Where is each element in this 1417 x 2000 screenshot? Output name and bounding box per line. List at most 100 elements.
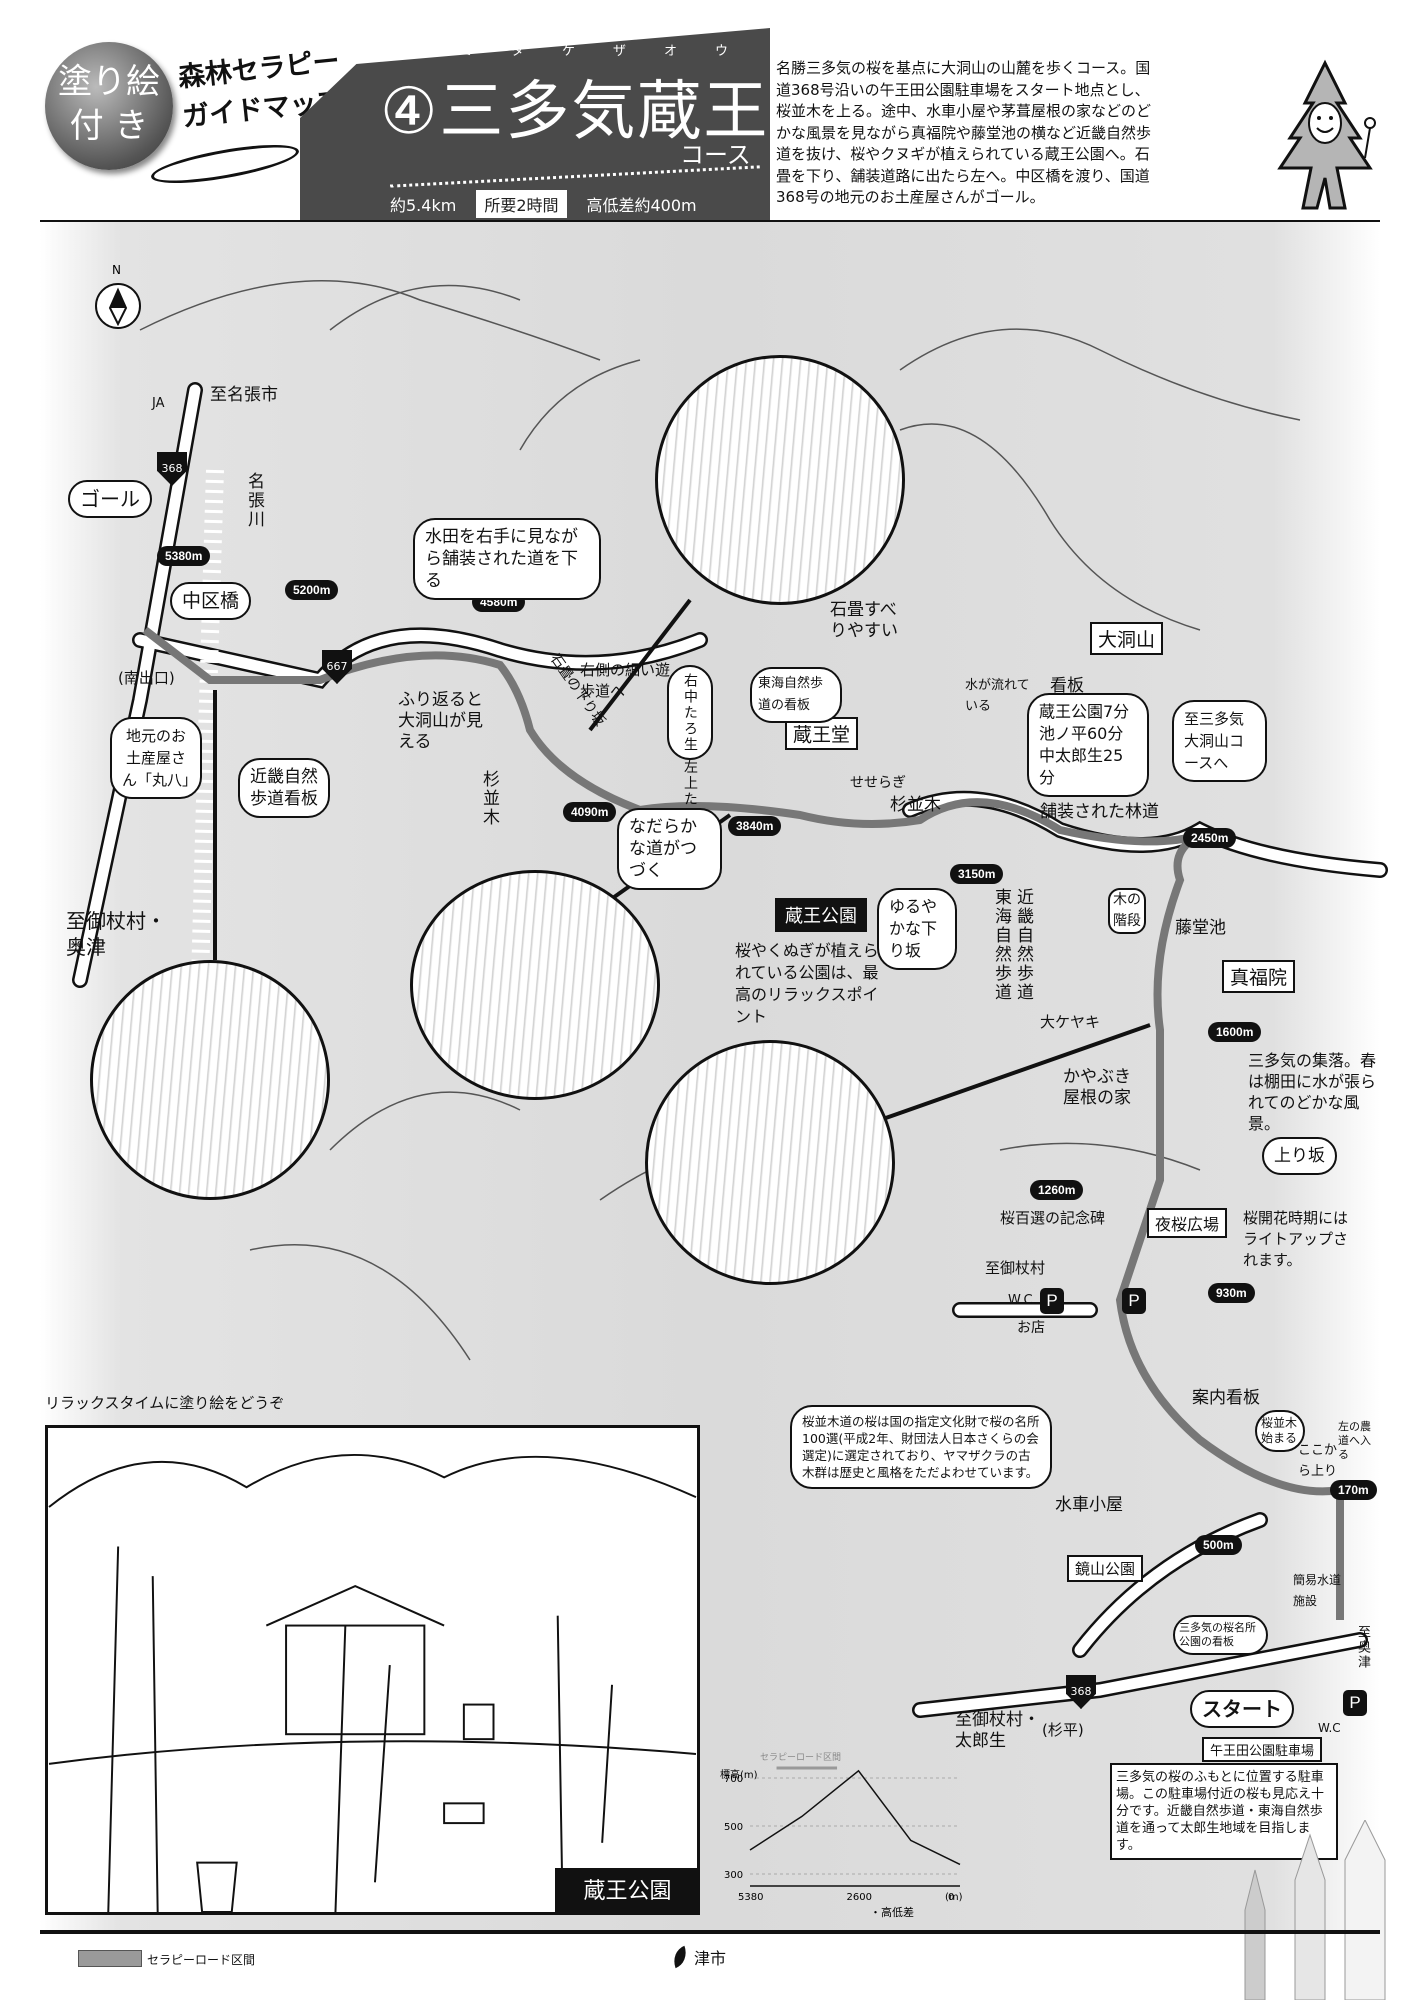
city-name: 津市: [694, 1949, 727, 1968]
label-to-mitsue-taroo: 至御杖村・太郎生: [955, 1710, 1040, 1751]
elevation-diff: 高低差約400m: [586, 196, 697, 215]
label-minami-exit: (南出口): [118, 669, 175, 687]
label-yozakura: 夜桜広場: [1147, 1208, 1228, 1238]
label-park-description: 桜やくぬぎが植えられている公園は、最高のリラックスポイント: [735, 941, 879, 1026]
label-kayabuki: かやぶき屋根の家: [1063, 1067, 1131, 1108]
therapy-road-label: セラピーロード区間: [760, 1752, 841, 1763]
nabari-river: [191, 469, 224, 981]
walking-route: [142, 626, 1344, 1620]
label-odorayama: 大洞山: [1090, 622, 1164, 655]
label-water-flowing: 水が流れている: [965, 678, 1030, 714]
label-to-mitsue-okitsu: 至御杖村・奥津: [66, 909, 166, 959]
label-watermill: 水車小屋: [1055, 1495, 1123, 1515]
colored-pencils-icon: [1244, 1820, 1386, 2000]
distance-marker: 170m: [1330, 1480, 1377, 1500]
label-shop: お店: [1017, 1320, 1045, 1336]
label-cedar-row: 杉並木: [479, 770, 499, 827]
inset-paved-road: [90, 960, 330, 1200]
bubble-cherry-info: 桜並木道の桜は国の指定文化財で桜の名所100選(平成2年、財団法人日本さくらの会…: [790, 1405, 1052, 1489]
distance-marker: 3840m: [728, 816, 782, 836]
y-axis-label: 標高(m): [720, 1768, 758, 1781]
label-koko-kara: ここから上り: [1298, 1443, 1338, 1479]
distance-marker: 5200m: [285, 580, 339, 600]
inset-stone-path: [655, 355, 905, 605]
bubble-cherry-start: 桜並木始まる: [1255, 1410, 1305, 1452]
badge-line: 塗り絵: [58, 62, 160, 102]
inset-zaodo-shrine: [410, 870, 660, 1100]
parking-icon: P: [1343, 1690, 1367, 1716]
tsu-city-logo-icon: [669, 1945, 691, 1969]
label-furikaeru: ふり返ると大洞山が見える: [398, 690, 483, 752]
label-guide-board: 案内看板: [1192, 1388, 1260, 1408]
coloring-page-illustration: [45, 1425, 700, 1915]
label-wc: W.C: [1318, 1721, 1341, 1735]
x-tick-label: 2600: [847, 1892, 872, 1903]
duration: 所要2時間: [476, 190, 567, 218]
label-lightup: 桜開花時期にはライトアップされます。: [1243, 1209, 1349, 1269]
label-wood-stairs: 木の階段: [1108, 888, 1146, 934]
label-farm-road: 左の農道へ入る: [1338, 1420, 1371, 1461]
label-to-mitsue: 至御杖村: [985, 1259, 1046, 1277]
label-water-facility: 簡易水道施設: [1293, 1573, 1342, 1608]
course-suffix: コース: [680, 141, 751, 169]
parking-icon: P: [1040, 1288, 1064, 1314]
badge-line: 付 き: [69, 106, 149, 146]
y-tick-label: 300: [724, 1870, 743, 1881]
distance-marker: 2450m: [1183, 828, 1237, 848]
bubble-meisho-sign: 三多気の桜名所公園の看板: [1173, 1615, 1268, 1655]
label-okeyaki: 大ケヤキ: [1040, 1013, 1101, 1031]
bubble-goal: ゴール: [68, 480, 152, 518]
bubble-paddy: 水田を右手に見ながら舗装された道を下る: [413, 518, 601, 600]
distance-marker: 930m: [1208, 1283, 1255, 1303]
course-title: ④三多気蔵王: [380, 60, 769, 152]
svg-text:N: N: [112, 263, 121, 277]
therapy-road-legend-swatch: [78, 1950, 142, 1967]
course-stats: 約5.4km 所要2時間 高低差約400m: [390, 190, 697, 218]
distance-marker: 3150m: [950, 864, 1004, 884]
city-logo: 津市: [669, 1945, 727, 1969]
bubble-walk-times: 蔵王公園7分 池ノ平60分 中太郎生25分: [1027, 693, 1149, 797]
x-axis-label: ・高低差: [870, 1905, 914, 1919]
bubble-uphill: 上り坂: [1262, 1137, 1337, 1175]
label-kagamiyama: 鏡山公園: [1067, 1555, 1144, 1582]
label-slippery: 石畳すべりやすい: [830, 600, 898, 641]
label-tokai-trail: 東海自然歩道: [991, 888, 1011, 1002]
bubble-souvenir-shop: 地元のお土産屋さん「丸八」: [110, 717, 202, 799]
distance-marker: 500m: [1195, 1535, 1242, 1555]
footer-rule: [40, 1930, 1380, 1934]
distance-marker: 1260m: [1030, 1180, 1084, 1200]
label-ja: JA: [152, 396, 165, 411]
label-paved-forest-road: 舗装された林道: [1040, 802, 1159, 822]
label-to-nabari: 至名張市: [210, 385, 278, 405]
course-number: ④: [380, 75, 440, 149]
therapy-road-legend-label: セラピーロード区間: [147, 1953, 256, 1967]
label-zao-park: 蔵王公園: [775, 898, 867, 932]
y-tick-label: 700: [724, 1774, 743, 1785]
distance-marker: 4090m: [563, 802, 617, 822]
bubble-start: スタート: [1190, 1690, 1294, 1728]
label-river: 名張川: [244, 472, 264, 529]
label-right-path: 右側の細い遊歩道へ: [580, 661, 671, 700]
label-wc: W.C.: [1008, 1293, 1037, 1308]
bubble-to-mitake: 至三多気大洞山コースへ: [1172, 700, 1267, 782]
parking-info-box: 三多気の桜のふもとに位置する駐車場。この駐車場付近の桜も見応え十分です。近畿自然…: [1110, 1763, 1338, 1860]
bubble-tokai-sign: 東海自然歩道の看板: [750, 667, 842, 723]
inset-shrine-stairs: [645, 1040, 895, 1285]
distance-marker: 1600m: [1208, 1022, 1262, 1042]
x-tick-label: 0: [948, 1892, 954, 1903]
x-tick-label: 5380: [738, 1892, 763, 1903]
distance-marker: 5380m: [157, 546, 211, 566]
course-name: 三多気蔵王: [439, 75, 770, 149]
bubble-gentle-downhill: ゆるやかな下り坂: [877, 888, 957, 970]
x-axis-unit: (m): [945, 1892, 963, 1903]
bubble-gentle-road: なだらかな道がつづく: [617, 808, 722, 890]
elevation-line: [749, 1769, 961, 1866]
bubble-signpost: 右中たろ生 左上たろ生: [667, 665, 713, 839]
course-description: 名勝三多気の桜を基点に大洞山の山麓を歩くコース。国道368号沿いの午王田公園駐車…: [776, 59, 1152, 206]
label-parking-lot: 午王田公園駐車場: [1202, 1737, 1323, 1762]
parking-icon: P: [1122, 1288, 1146, 1314]
label-shinpukuin: 真福院: [1222, 960, 1296, 993]
bubble-kinki-sign: 近畿自然歩道看板: [238, 758, 330, 818]
